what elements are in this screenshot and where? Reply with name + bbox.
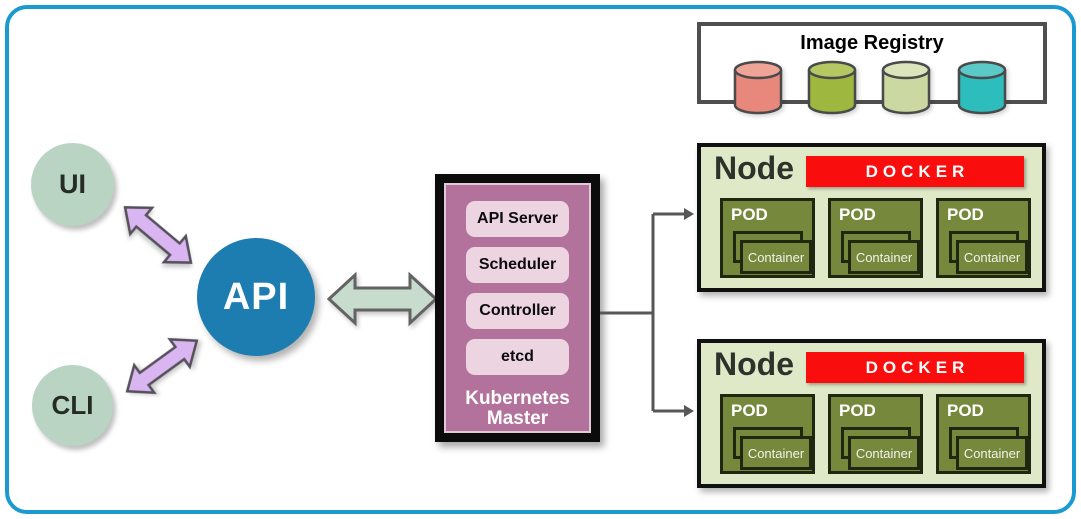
- docker-bar: DOCKER: [806, 352, 1024, 383]
- pod-label: POD: [839, 401, 876, 420]
- image-registry-title: Image Registry: [800, 32, 944, 54]
- registry-cylinder-salmon-icon: [733, 60, 783, 115]
- ui-label: UI: [59, 169, 86, 199]
- api-master-double-arrow-icon: [326, 271, 439, 327]
- cylinder-top: [881, 60, 931, 80]
- pod-box: POD Container: [720, 198, 815, 278]
- cylinder-top: [957, 60, 1007, 80]
- pod-box: POD Container: [828, 394, 923, 474]
- node-label: Node: [714, 346, 794, 382]
- registry-cylinder-teal-icon: [957, 60, 1007, 115]
- container-front-card: Container: [740, 240, 812, 274]
- cylinder-top: [807, 60, 857, 80]
- double-arrow-shape: [123, 206, 193, 264]
- node-box-2: Node DOCKER POD Container POD Container …: [697, 339, 1046, 488]
- node-label: Node: [714, 150, 794, 186]
- container-front-card: Container: [848, 240, 920, 274]
- cylinder-body: [957, 70, 1007, 115]
- master-component-etcd: etcd: [466, 339, 569, 375]
- node-box-1: Node DOCKER POD Container POD Container …: [697, 143, 1046, 292]
- kubernetes-master-inner: API Server Scheduler Controller etcd Kub…: [444, 183, 591, 433]
- api-node-circle: API: [197, 238, 315, 356]
- pod-box: POD Container: [936, 394, 1031, 474]
- arrowhead-node-2: [684, 405, 694, 417]
- pod-label: POD: [731, 401, 768, 420]
- ui-api-double-arrow-icon: [123, 206, 193, 264]
- cylinder-top: [733, 60, 783, 80]
- ui-node-circle: UI: [31, 143, 114, 226]
- pod-label: POD: [947, 205, 984, 224]
- master-component-controller: Controller: [466, 293, 569, 329]
- pod-row: POD Container POD Container POD Containe…: [720, 198, 1031, 278]
- registry-cylinder-pale-green-icon: [881, 60, 931, 115]
- double-arrow-shape: [125, 337, 199, 395]
- container-front-card: Container: [956, 240, 1028, 274]
- pod-label: POD: [839, 205, 876, 224]
- pod-box: POD Container: [936, 198, 1031, 278]
- cylinder-body: [881, 70, 931, 115]
- kubernetes-master-title: Kubernetes Master: [465, 389, 570, 429]
- pod-label: POD: [947, 401, 984, 420]
- master-title-line-1: Kubernetes: [465, 388, 570, 409]
- connector-lines: [600, 212, 684, 413]
- pod-label: POD: [731, 205, 768, 224]
- container-front-card: Container: [848, 436, 920, 470]
- pod-box: POD Container: [720, 394, 815, 474]
- cli-api-double-arrow-icon: [125, 337, 199, 395]
- arrowhead-node-1: [684, 208, 694, 220]
- double-arrow-shape: [326, 271, 439, 327]
- docker-bar: DOCKER: [806, 156, 1024, 187]
- cylinder-body: [807, 70, 857, 115]
- cli-node-circle: CLI: [32, 365, 113, 446]
- kubernetes-master-box: API Server Scheduler Controller etcd Kub…: [435, 174, 600, 442]
- pod-box: POD Container: [828, 198, 923, 278]
- api-label: API: [222, 275, 290, 318]
- registry-cylinder-olive-icon: [807, 60, 857, 115]
- cli-label: CLI: [51, 390, 94, 420]
- cylinder-body: [733, 70, 783, 115]
- container-front-card: Container: [740, 436, 812, 470]
- master-component-api-server: API Server: [466, 201, 569, 237]
- pod-row: POD Container POD Container POD Containe…: [720, 394, 1031, 474]
- master-component-scheduler: Scheduler: [466, 247, 569, 283]
- container-front-card: Container: [956, 436, 1028, 470]
- master-title-line-2: Master: [486, 408, 549, 429]
- master-to-nodes-connector: [600, 208, 694, 417]
